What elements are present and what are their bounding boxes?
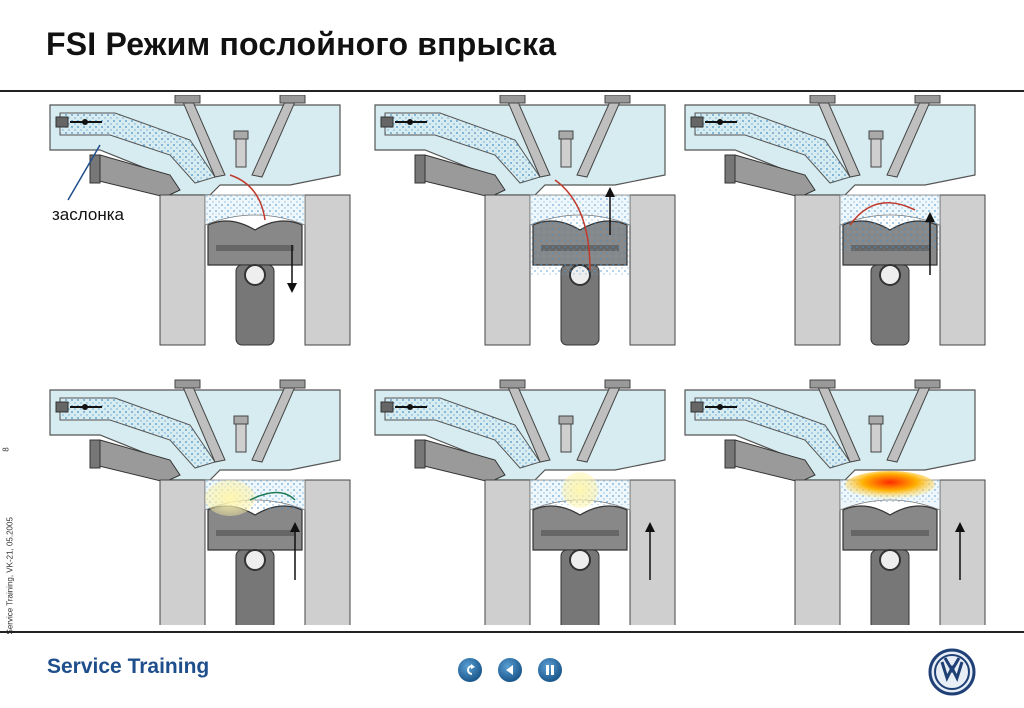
bottom-rule: [0, 631, 1024, 633]
rewind-button[interactable]: [458, 658, 482, 682]
slide-title: FSI Режим послойного впрыска: [46, 26, 557, 62]
footer-brand: Service Training: [47, 655, 210, 678]
panel-5: [374, 379, 676, 625]
top-rule: [0, 90, 1024, 92]
callout-line: [67, 144, 101, 201]
back-icon: [506, 665, 513, 675]
fsi-diagram: [49, 95, 986, 625]
back-button[interactable]: [498, 658, 522, 682]
pause-button[interactable]: [538, 658, 562, 682]
callout-label: заслонка: [52, 205, 124, 224]
vw-logo: [928, 648, 976, 696]
pause-icon: [546, 665, 554, 675]
rewind-icon: [467, 664, 475, 675]
side-caption: Service Training, VK-21, 05.2005: [5, 517, 15, 635]
panel-4: [49, 379, 351, 625]
panel-2: [374, 95, 676, 346]
panel-1: [49, 95, 351, 346]
panel-6: [684, 379, 986, 625]
panel-3: [684, 95, 986, 346]
